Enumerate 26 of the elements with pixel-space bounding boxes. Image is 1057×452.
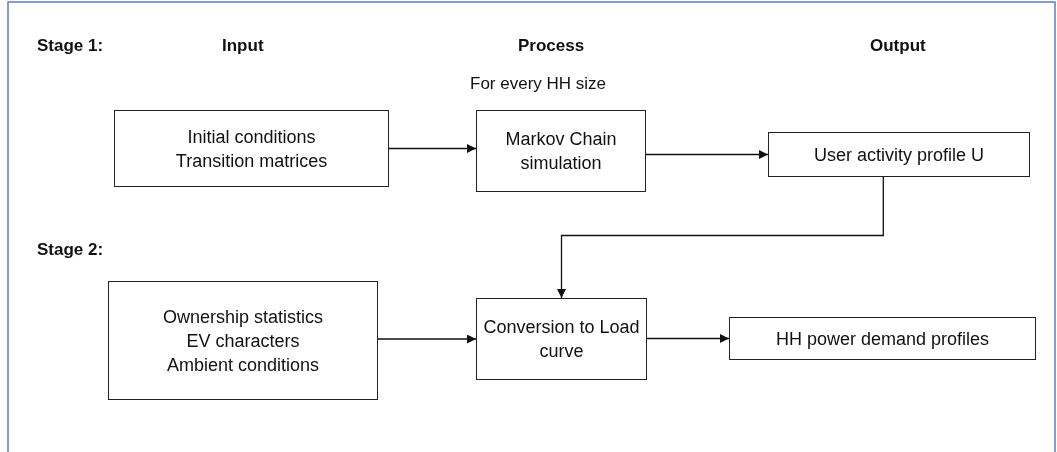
box-text: Initial conditions — [187, 125, 316, 149]
box-caption: For every HH size — [470, 74, 607, 94]
column-heading: Output — [870, 36, 926, 56]
column-heading: Input — [222, 36, 264, 56]
box-text: EV characters — [186, 329, 300, 353]
process-box — [476, 110, 646, 192]
arrow — [377, 334, 477, 344]
stage-label: Stage 2: — [37, 240, 104, 260]
arrow — [646, 334, 730, 343]
box-text: Ambient conditions — [166, 353, 320, 377]
box-text: User activity profile U — [813, 143, 984, 167]
box-text: Conversion to Load curve — [482, 316, 641, 363]
process-box — [476, 298, 647, 380]
box-text: HH power demand profiles — [775, 327, 990, 351]
stage-label: Stage 1: — [37, 36, 104, 56]
arrow — [388, 144, 477, 153]
box-text: Ownership statistics — [162, 305, 324, 329]
arrow — [645, 150, 769, 159]
process-box — [114, 110, 389, 187]
process-box — [768, 132, 1030, 177]
process-box — [729, 317, 1036, 360]
box-text: Markov Chain simulation — [504, 128, 618, 175]
process-box — [108, 281, 378, 400]
box-text: Transition matrices — [175, 149, 328, 173]
arrow — [557, 176, 884, 299]
column-heading: Process — [518, 36, 585, 56]
